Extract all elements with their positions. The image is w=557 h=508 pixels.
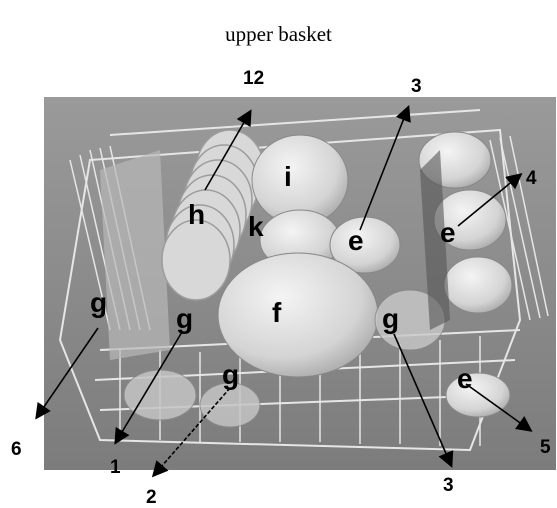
- bowl-f: [217, 252, 379, 378]
- label-g-right: g: [382, 303, 399, 334]
- cup-rack-dark: [420, 150, 450, 330]
- number-1: 1: [110, 457, 121, 478]
- arrow-3-top: [359, 105, 411, 231]
- glass-rack-left: [100, 150, 170, 360]
- number-4: 4: [526, 168, 537, 189]
- label-g-left: g: [90, 287, 107, 318]
- label-h: h: [188, 199, 205, 230]
- number-5: 5: [540, 437, 551, 458]
- label-e-right-top: e: [440, 217, 456, 248]
- label-e-center: e: [348, 225, 364, 256]
- arrow-5: [465, 383, 533, 432]
- number-3-top: 3: [411, 76, 422, 97]
- arrow-12: [204, 109, 252, 191]
- label-k: k: [248, 211, 264, 242]
- arrow-1: [114, 331, 183, 445]
- label-f: f: [272, 297, 282, 328]
- arrow-2: [151, 387, 231, 478]
- glasses-bottom: [123, 369, 261, 428]
- label-e-right-bottom: e: [457, 363, 473, 394]
- arrow-4: [457, 172, 523, 227]
- number-12: 12: [243, 68, 264, 89]
- arrow-3-bottom: [393, 333, 454, 468]
- label-g-center-left: g: [176, 303, 193, 334]
- diagram-title: upper basket: [225, 22, 332, 46]
- plates-stack: [161, 129, 265, 301]
- number-6: 6: [11, 439, 22, 460]
- number-3-bottom: 3: [443, 475, 454, 496]
- label-i: i: [284, 161, 292, 192]
- number-2: 2: [146, 487, 157, 508]
- callout-arrows: [35, 105, 533, 478]
- label-g-bottom: g: [222, 359, 239, 390]
- arrow-6: [35, 327, 99, 420]
